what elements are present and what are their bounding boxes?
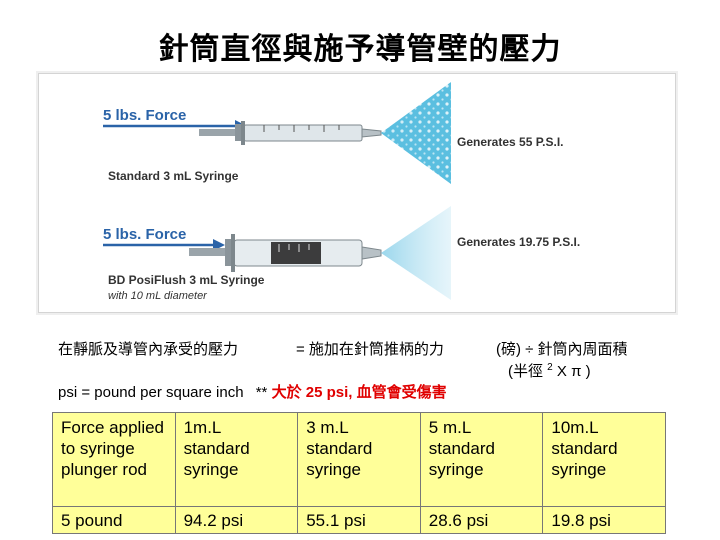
cell-force: 5 pound (52, 506, 176, 534)
syringe2-plunger-grip (225, 239, 231, 266)
syringe2-subname: with 10 mL diameter (108, 290, 208, 302)
syringe1-flange (241, 121, 245, 145)
syringe2-spray (381, 206, 451, 300)
syringe2-result: Generates 19.75 P.S.I. (457, 235, 580, 249)
cell-3ml: 55.1 psi (297, 506, 421, 534)
table-header-row: Force applied to syringe plunger rod 1m.… (52, 412, 666, 507)
header-10ml: 10m.L standard syringe (542, 412, 666, 507)
formula-rhs-line1: (磅) ÷ 針筒內周面積 (496, 341, 628, 358)
psi-warning: 大於 25 psi, 血管會受傷害 (271, 384, 447, 401)
syringe2-force-label: 5 lbs. Force (103, 226, 186, 243)
syringe1-plunger-grip (235, 124, 241, 141)
header-force: Force applied to syringe plunger rod (52, 412, 176, 507)
syringe-pressure-illustration: 5 lbs. Force Standard 3 mL Syringe Gener… (38, 73, 676, 313)
psi-note: psi = pound per square inch ** 大於 25 psi… (58, 381, 447, 402)
syringe1-barrel (243, 124, 363, 142)
syringe2-graduations (278, 244, 310, 252)
syringe2-plunger (189, 248, 227, 256)
syringe1-plunger (199, 129, 235, 136)
syringe1-result: Generates 55 P.S.I. (457, 135, 564, 149)
psi-definition: psi = pound per square inch (58, 384, 244, 401)
syringe2-tip (361, 246, 382, 260)
cell-1ml: 94.2 psi (174, 506, 299, 534)
formula-exponent: 2 (547, 362, 553, 373)
header-5ml: 5 m.L standard syringe (419, 412, 544, 507)
cell-10ml: 19.8 psi (542, 506, 666, 534)
syringe1-name: Standard 3 mL Syringe (108, 169, 239, 183)
pressure-table: Force applied to syringe plunger rod 1m.… (52, 412, 666, 534)
cell-5ml: 28.6 psi (419, 506, 544, 534)
syringe1-force-label: 5 lbs. Force (103, 107, 186, 124)
psi-stars: ** (255, 384, 268, 401)
formula-rhs-line2: (半徑 2 X π ) (508, 360, 591, 381)
formula-radius: (半徑 (508, 363, 543, 380)
header-1ml: 1m.L standard syringe (174, 412, 299, 507)
syringe1-tip (361, 128, 382, 138)
syringe2-name: BD PosiFlush 3 mL Syringe (108, 273, 265, 287)
formula-equals: = 施加在針筒推柄的力 (296, 341, 444, 358)
table-row: 5 pound 94.2 psi 55.1 psi 28.6 psi 19.8 … (52, 506, 666, 534)
formula-lhs: 在靜脈及導管內承受的壓力 (58, 341, 239, 358)
header-3ml: 3 m.L standard syringe (297, 412, 421, 507)
syringe2-flange (231, 234, 235, 272)
syringe-diagram: 5 lbs. Force Standard 3 mL Syringe Gener… (103, 82, 580, 302)
syringe1-graduations (263, 125, 340, 132)
page-title: 針筒直徑與施予導管壁的壓力 (158, 32, 562, 67)
formula-pi: X π ) (556, 363, 591, 380)
